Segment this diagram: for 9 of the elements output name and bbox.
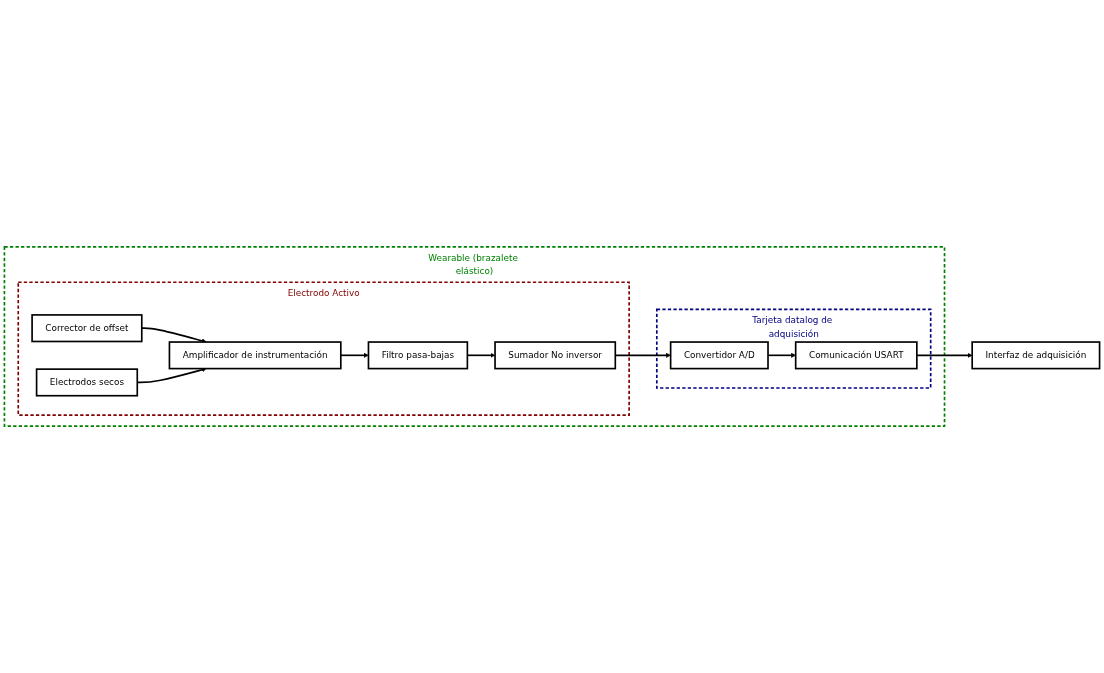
node-box: Filtro pasa-bajas <box>367 341 469 370</box>
arrow <box>916 352 973 358</box>
node-box: Amplificador de instrumentación <box>168 341 342 370</box>
node-box: Electrodos secos <box>35 368 139 397</box>
node-box: Corrector de offset <box>31 314 143 343</box>
node-box: Comunicación USART <box>794 341 918 370</box>
node-box: Convertidor A/D <box>669 341 769 370</box>
node-box: Interfaz de adquisición <box>971 341 1101 370</box>
node-box: Sumador No inversor <box>494 341 617 370</box>
